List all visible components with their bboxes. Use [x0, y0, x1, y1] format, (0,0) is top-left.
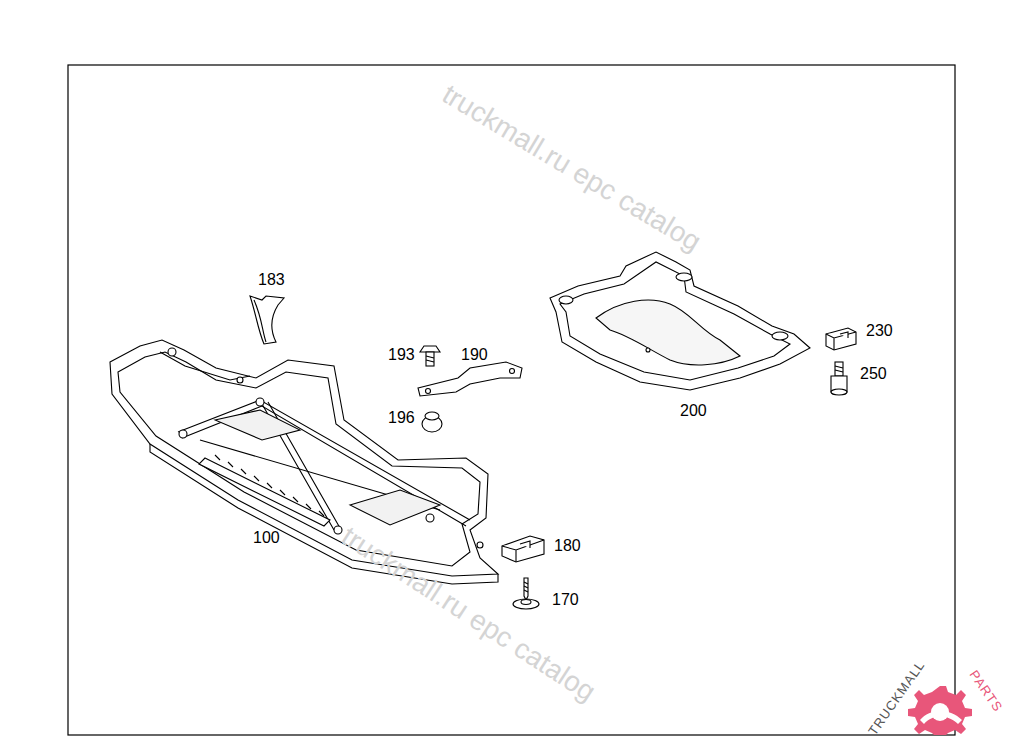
bolt	[420, 346, 440, 366]
callout-number: 190	[461, 347, 488, 363]
strap-bracket	[250, 296, 284, 344]
callout-number: 100	[253, 530, 280, 546]
underbody-panel	[110, 340, 498, 584]
clip-nut	[826, 328, 856, 350]
logo-text: TRUCKMALL	[866, 658, 927, 737]
callout-number: 193	[388, 347, 415, 363]
grommet	[422, 412, 442, 432]
callout-number: 170	[552, 592, 579, 608]
callout-number: 230	[866, 323, 893, 339]
callout-number: 196	[388, 410, 415, 426]
watermark: truckmall.ru epc catalog	[438, 80, 706, 256]
callout-number: 183	[258, 272, 285, 288]
clip	[502, 536, 544, 562]
callout-number: 200	[680, 403, 707, 419]
bolt	[831, 362, 847, 395]
bracket-plate	[418, 362, 522, 396]
callout-number: 180	[554, 538, 581, 554]
logo-text: PARTS	[967, 668, 1005, 714]
frame	[68, 65, 955, 735]
screw	[513, 578, 539, 609]
logo-gear	[908, 686, 972, 735]
rear-panel	[550, 252, 810, 390]
callout-number: 250	[860, 366, 887, 382]
